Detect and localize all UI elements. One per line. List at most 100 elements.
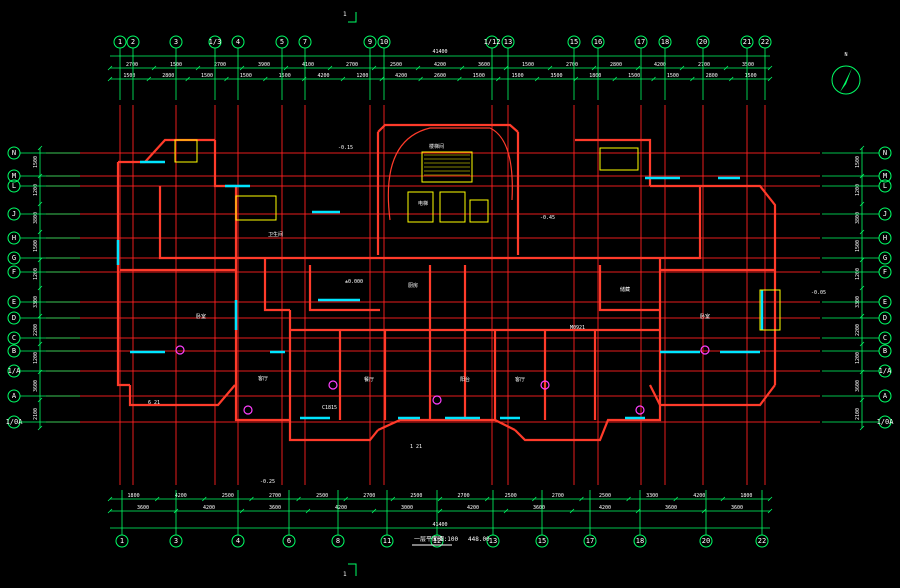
bottom-dim-row1-text: 1800 [128, 493, 140, 499]
axis-bubble-left-label-H: H [12, 234, 16, 242]
top-dim-row1-tick [591, 65, 597, 71]
axis-bubble-top-7 [298, 35, 312, 49]
top-dim-row1-text: 2500 [390, 62, 402, 68]
bottom-dim-row1-text: 2500 [222, 493, 234, 499]
top-dim-row2-text: 4200 [395, 73, 407, 79]
elevator-car-2 [439, 191, 466, 223]
axis-bubble-top-1/3 [208, 35, 222, 49]
drawing-scale: 1:100 [440, 536, 458, 543]
bottom-dim-row2-tick [239, 508, 245, 514]
top-dim-row1-tick [283, 65, 289, 71]
left-dim-text: 2100 [33, 408, 39, 420]
top-dim-row2-tick [651, 76, 656, 82]
left-dim-tick [37, 257, 43, 263]
top-dim-row2-text: 1500 [628, 73, 640, 79]
wall-stair-core-top [377, 123, 519, 133]
bottom-dim-row2-text: 3600 [269, 505, 281, 511]
top-dim-row2-tick [690, 76, 695, 82]
bottom-dim-row1-tick [107, 496, 113, 502]
top-dim-row2-text: 4200 [318, 73, 330, 79]
right-dim-text: 1500 [855, 156, 861, 168]
left-dim-tick [37, 145, 43, 151]
symbol-marker-2 [432, 395, 442, 405]
left-dim-text: 1500 [33, 240, 39, 252]
bottom-dim-row2-tick [635, 508, 641, 514]
left-dim-text: 1200 [33, 268, 39, 280]
top-dim-row2-tick [457, 76, 462, 82]
axis-bubble-top-label-3: 3 [174, 38, 178, 46]
bottom-dim-row1-tick [343, 496, 348, 502]
right-dim-tick [859, 397, 865, 403]
axis-bubble-right-label-D: D [883, 314, 887, 322]
axis-bubble-top-15 [567, 35, 581, 49]
top-dim-row2-text: 1500 [201, 73, 213, 79]
bottom-dim-row1-text: 2700 [363, 493, 375, 499]
axis-bubble-right-label-C: C [883, 334, 887, 342]
right-dim-tick [859, 313, 865, 319]
bottom-dim-row2-text: 4200 [335, 505, 347, 511]
core-curve [387, 127, 513, 221]
top-total-dimension: 41400 [432, 49, 447, 55]
top-dim-row2-text: 1200 [356, 73, 368, 79]
wall-bottom-right-2 [649, 384, 776, 407]
axis-bubble-right-label-F: F [883, 268, 887, 276]
axis-bubble-top-label-22: 22 [761, 38, 769, 46]
top-dim-row2-tick [767, 76, 773, 82]
bottom-dim-row2-text: 3600 [665, 505, 677, 511]
top-dim-row1-tick [415, 65, 421, 71]
bottom-dim-row1-text: 4200 [175, 493, 187, 499]
top-dim-row1-tick [547, 65, 553, 71]
axis-bubble-top-label-10: 10 [380, 38, 388, 46]
top-dim-row1-text: 2700 [346, 62, 358, 68]
axis-bubble-bottom-label-15: 15 [538, 537, 546, 545]
drawing-title-block: 一层平面图 1:100 448.00 [412, 536, 490, 546]
symbol-marker-5 [243, 405, 253, 415]
bottom-dim-row1-text: 2500 [505, 493, 517, 499]
axis-bubble-bottom-label-11: 11 [383, 537, 391, 545]
note-label-a: 6 21 [148, 400, 160, 406]
left-dim-tick [37, 313, 43, 319]
bottom-dim-row1-text: 1800 [740, 493, 752, 499]
top-dim-row1-tick [151, 65, 157, 71]
axis-bubble-top-10 [377, 35, 391, 49]
top-dim-row1-tick [503, 65, 509, 71]
top-dim-row1-tick [459, 65, 465, 71]
axis-bubble-left-label-1/0A: 1/0A [6, 418, 24, 426]
axis-bubble-left-label-M: M [12, 172, 16, 180]
axis-bubble-bottom-6 [282, 534, 296, 548]
bottom-dim-row1-text: 2500 [316, 493, 328, 499]
axis-bubble-bottom-4 [231, 534, 245, 548]
symbol-marker-4 [700, 345, 710, 355]
top-dim-row1-tick [635, 65, 641, 71]
left-dim-text: 1200 [33, 184, 39, 196]
shaft-fixture [469, 199, 489, 223]
elevation-label-b: ±0.000 [345, 279, 363, 285]
wall-right-outer [650, 184, 777, 385]
bottom-dim-row1-text: 2700 [552, 493, 564, 499]
axis-bubble-top-label-17: 17 [637, 38, 645, 46]
wall-top-right [575, 138, 652, 186]
axis-bubble-top-1/12 [485, 35, 499, 49]
walls [116, 123, 777, 442]
top-dim-row1-text: 2700 [214, 62, 226, 68]
bottom-dim-row1-tick [296, 496, 301, 502]
bottom-dim-row1-tick [767, 496, 773, 502]
axis-bubble-top-label-13: 13 [504, 38, 512, 46]
right-dim-text: 3600 [855, 380, 861, 392]
right-dim-text: 3800 [855, 212, 861, 224]
top-dim-row1-text: 2700 [698, 62, 710, 68]
room-label-balcony: 阳台 [460, 376, 470, 383]
top-dim-row1-text: 3600 [478, 62, 490, 68]
bottom-dim-row1-tick [154, 496, 160, 502]
bottom-dim-row2-tick [107, 508, 113, 514]
axis-bubble-bottom-label-4: 4 [236, 537, 240, 545]
left-dim-tick [37, 397, 43, 403]
axis-bubble-bottom-label-12: 12 [433, 537, 441, 545]
room-label-bathroom: 卫生间 [268, 231, 283, 238]
bottom-dim-row2-tick [503, 508, 509, 514]
axis-bubble-top-label-21: 21 [743, 38, 751, 46]
top-dim-row1-text: 4200 [434, 62, 446, 68]
axis-bubble-right-label-G: G [883, 254, 887, 262]
axis-bubble-bottom-1 [115, 534, 129, 548]
